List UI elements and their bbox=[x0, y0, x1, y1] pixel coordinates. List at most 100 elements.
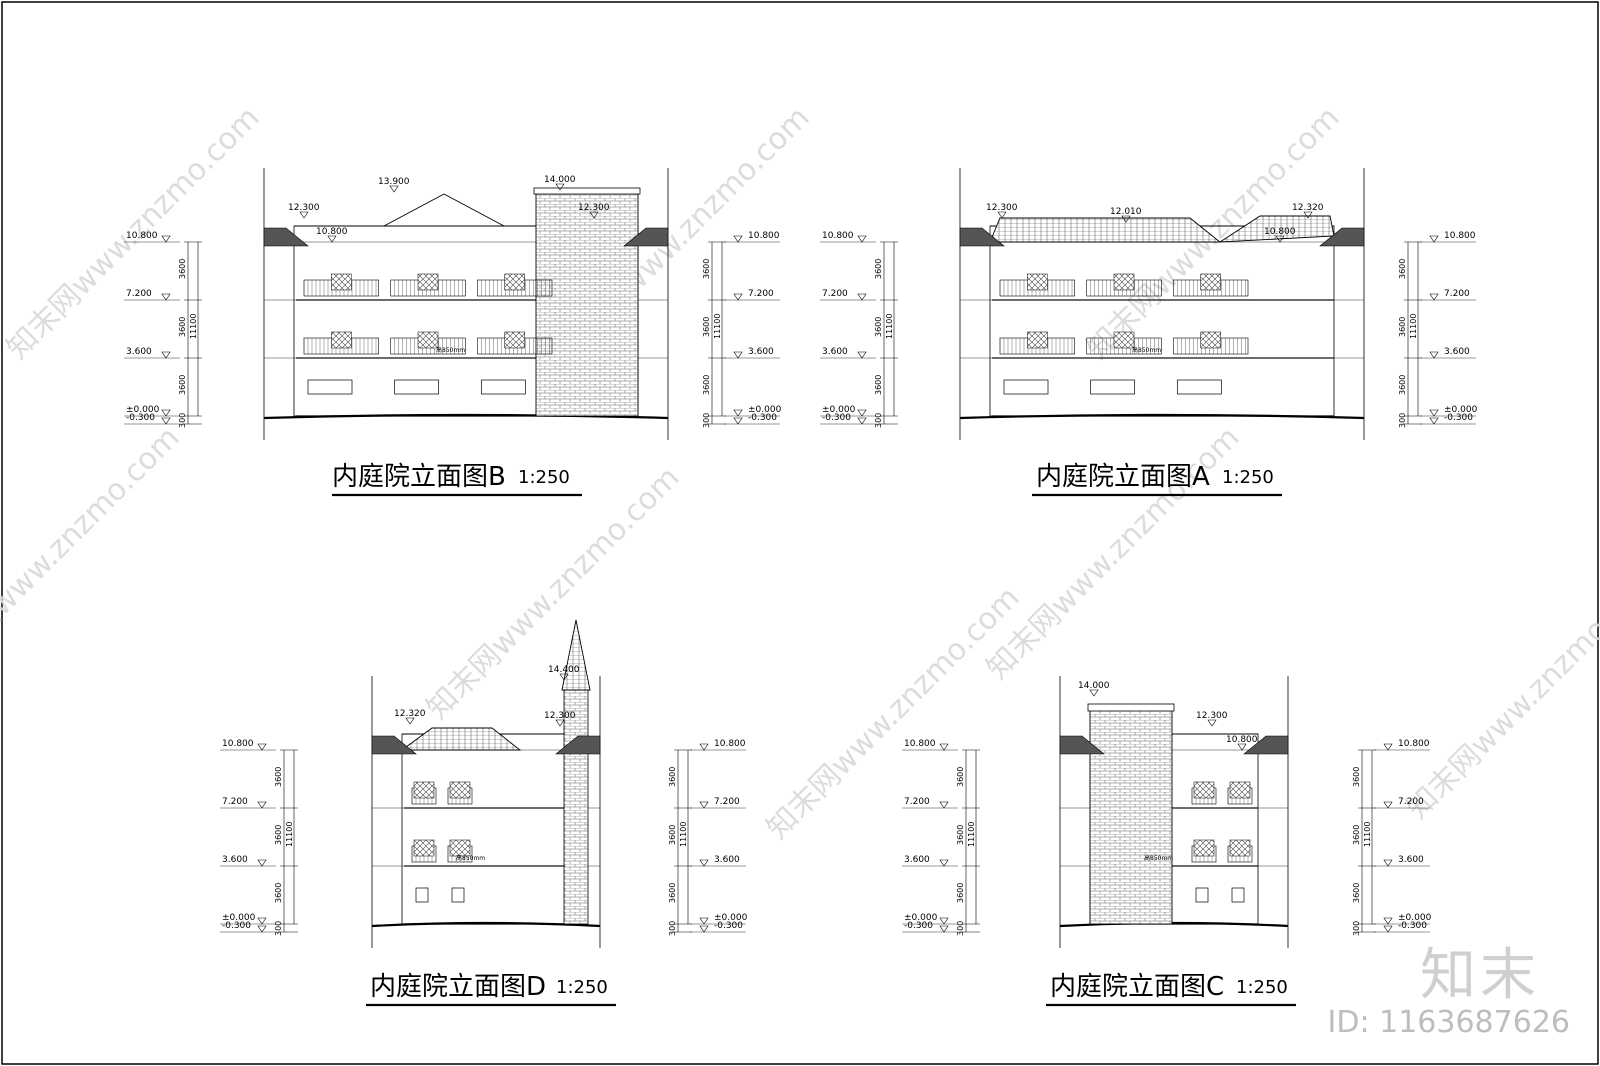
top-level-marker bbox=[555, 719, 565, 727]
elevation-b: 10.8007.2003.600±0.000-0.30010.8007.2003… bbox=[124, 168, 782, 497]
lattice-panel bbox=[1229, 839, 1251, 857]
dimension-text: 3600 bbox=[956, 767, 965, 787]
level-marker bbox=[939, 859, 949, 867]
lattice-panel bbox=[413, 839, 435, 857]
level-marker bbox=[699, 801, 709, 809]
elevation-a: 10.8007.2003.600±0.000-0.30010.8007.2003… bbox=[820, 168, 1478, 497]
window bbox=[480, 379, 526, 395]
level-marker bbox=[257, 925, 267, 933]
dimension-text: 300 bbox=[874, 413, 883, 428]
level-label-left: 10.800 bbox=[904, 739, 936, 749]
elevation-title: 内庭院立面图D bbox=[370, 972, 546, 1002]
dimension-text: 3600 bbox=[1398, 375, 1407, 395]
level-label-left: -0.300 bbox=[222, 921, 251, 931]
top-level-marker bbox=[299, 211, 309, 219]
eave-block bbox=[1059, 735, 1105, 755]
window bbox=[1090, 379, 1136, 395]
dimension-text: 3600 bbox=[1398, 259, 1407, 279]
top-level-label: 14.000 bbox=[1078, 681, 1110, 691]
dimension-text: 3600 bbox=[1352, 767, 1361, 787]
lattice-panel bbox=[1193, 839, 1215, 857]
level-label-right: 3.600 bbox=[1398, 855, 1424, 865]
railing-height-note: 高850mm bbox=[436, 346, 465, 354]
level-marker bbox=[939, 743, 949, 751]
level-marker bbox=[857, 351, 867, 359]
level-label-left: 10.800 bbox=[822, 231, 854, 241]
window bbox=[1176, 379, 1222, 395]
level-label-left: -0.300 bbox=[822, 413, 851, 423]
brick-tower bbox=[535, 191, 639, 417]
level-marker bbox=[733, 351, 743, 359]
top-level-marker bbox=[1089, 689, 1099, 697]
level-marker bbox=[1429, 293, 1439, 301]
level-label-left: 7.200 bbox=[126, 289, 152, 299]
top-level-marker bbox=[997, 211, 1007, 219]
dimension-text: 300 bbox=[668, 921, 677, 936]
tiled-roof bbox=[1218, 215, 1335, 243]
level-marker bbox=[257, 801, 267, 809]
lattice-panel bbox=[413, 781, 435, 799]
dimension-text: 11100 bbox=[679, 822, 688, 847]
level-label-left: 3.600 bbox=[126, 347, 152, 357]
brick-tower bbox=[563, 689, 589, 925]
level-label-left: ±0.000 bbox=[222, 913, 256, 923]
level-label-right: 7.200 bbox=[748, 289, 774, 299]
level-marker bbox=[699, 859, 709, 867]
dimension-text: 11100 bbox=[713, 314, 722, 339]
tower-cornice bbox=[1087, 703, 1175, 712]
top-level-marker bbox=[389, 185, 399, 193]
level-label-left: 10.800 bbox=[126, 231, 158, 241]
level-marker bbox=[733, 417, 743, 425]
level-label-left: 7.200 bbox=[904, 797, 930, 807]
level-marker bbox=[733, 409, 743, 417]
level-label-left: -0.300 bbox=[126, 413, 155, 423]
level-label-left: 3.600 bbox=[822, 347, 848, 357]
dimension-text: 300 bbox=[274, 921, 283, 936]
dimension-text: 3600 bbox=[274, 825, 283, 845]
dimension-text: 300 bbox=[1398, 413, 1407, 428]
top-level-marker bbox=[1275, 235, 1285, 243]
elevation-scale: 1:250 bbox=[1236, 977, 1288, 998]
lattice-panel bbox=[1200, 331, 1221, 349]
dimension-text: 11100 bbox=[189, 314, 198, 339]
dimension-text: 3600 bbox=[668, 767, 677, 787]
lattice-panel bbox=[1027, 331, 1048, 349]
level-marker bbox=[699, 925, 709, 933]
level-marker bbox=[733, 293, 743, 301]
railing-height-note: 高850mm bbox=[1132, 346, 1161, 354]
level-marker bbox=[939, 925, 949, 933]
lattice-panel bbox=[331, 273, 352, 291]
elevation-scale: 1:250 bbox=[1222, 467, 1274, 488]
top-level-marker bbox=[1303, 211, 1313, 219]
level-marker bbox=[257, 743, 267, 751]
eave-block bbox=[1319, 227, 1365, 247]
level-label-right: 7.200 bbox=[714, 797, 740, 807]
level-marker bbox=[1383, 859, 1393, 867]
dimension-text: 11100 bbox=[1409, 314, 1418, 339]
level-label-left: 3.600 bbox=[904, 855, 930, 865]
eave-block bbox=[959, 227, 1005, 247]
tower-cornice bbox=[533, 187, 641, 195]
level-label-right: 7.200 bbox=[1444, 289, 1470, 299]
level-marker bbox=[699, 743, 709, 751]
top-level-label: 13.900 bbox=[378, 177, 410, 187]
top-level-marker bbox=[327, 235, 337, 243]
dimension-text: 3600 bbox=[274, 767, 283, 787]
elevation-drawings: 10.8007.2003.600±0.000-0.30010.8007.2003… bbox=[124, 168, 1478, 1007]
level-label-right: 7.200 bbox=[1398, 797, 1424, 807]
lattice-panel bbox=[1193, 781, 1215, 799]
window bbox=[394, 379, 440, 395]
level-label-left: 3.600 bbox=[222, 855, 248, 865]
dimension-text: 3600 bbox=[178, 375, 187, 395]
dimension-text: 3600 bbox=[956, 883, 965, 903]
level-label-left: 10.800 bbox=[222, 739, 254, 749]
level-marker bbox=[1429, 235, 1439, 243]
level-marker bbox=[857, 417, 867, 425]
window bbox=[307, 379, 353, 395]
level-label-right: 3.600 bbox=[748, 347, 774, 357]
dimension-text: 3600 bbox=[874, 317, 883, 337]
level-marker bbox=[857, 409, 867, 417]
top-level-label: 10.800 bbox=[1264, 227, 1296, 237]
level-label-left: ±0.000 bbox=[126, 405, 160, 415]
level-label-right: ±0.000 bbox=[748, 405, 782, 415]
